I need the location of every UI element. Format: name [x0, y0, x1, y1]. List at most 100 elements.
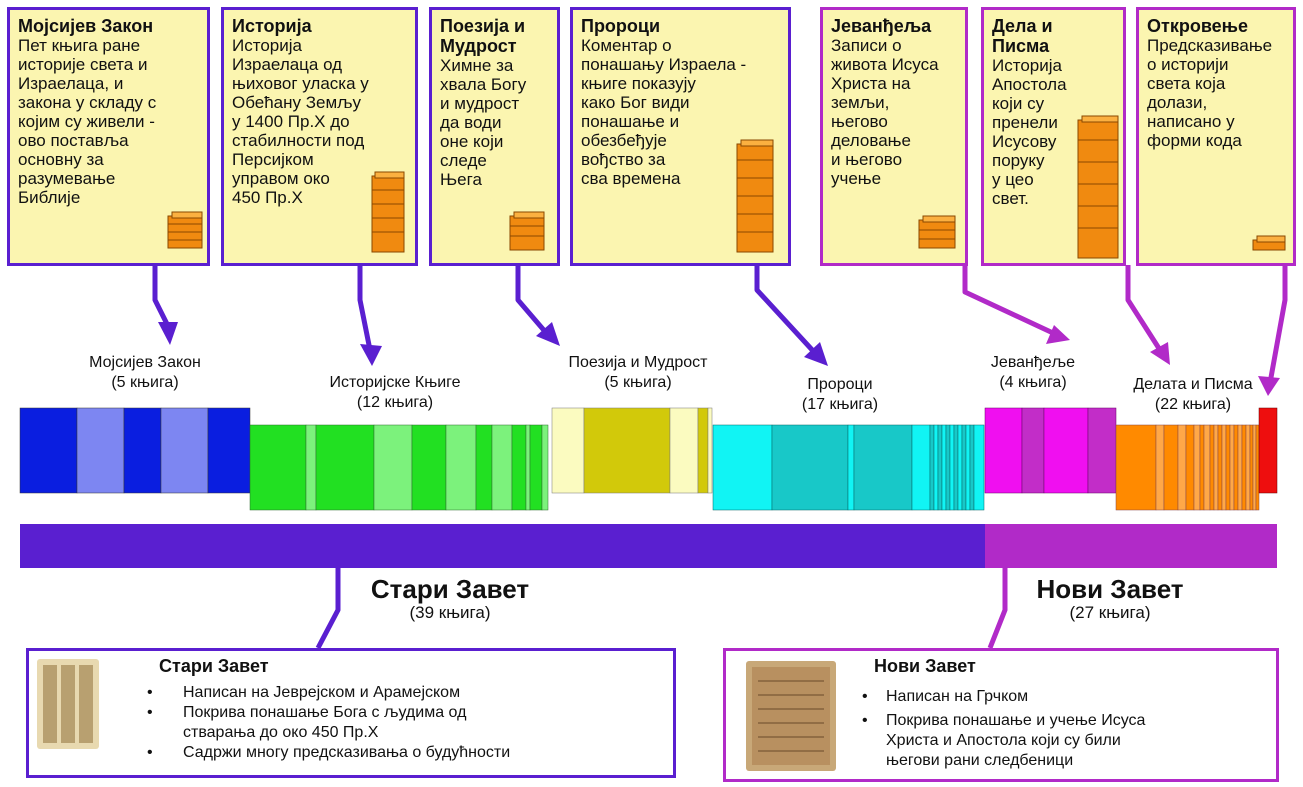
segment-acts-10	[1213, 424, 1219, 511]
box-body: Пет књига ране историје света и Израелац…	[18, 36, 157, 207]
new-testament-title: Нови Завет	[1036, 574, 1184, 604]
segment-prophets-2	[771, 424, 849, 511]
books-icon	[1252, 235, 1286, 251]
box-acts-letters: Дела и Писма Историја Апостола који су п…	[981, 7, 1126, 266]
box-gospels: Јеванђеља Записи о живота Исуса Христа н…	[820, 7, 968, 266]
segment-acts-1	[1115, 424, 1157, 511]
arrow-poetry	[515, 265, 550, 337]
segment-acts-19	[1249, 424, 1254, 511]
segment-poetry-3	[669, 407, 699, 494]
segment-acts-6	[1193, 424, 1201, 511]
new-testament-count: (27 књига)	[1069, 603, 1151, 622]
old-testament-count: (39 књига)	[409, 603, 491, 622]
segment-acts-11	[1217, 424, 1223, 511]
box-history: Историја Историја Израелаца од њиховог у…	[221, 7, 418, 266]
summary-bullet: Написан на Јеврејском и Арамејском	[147, 683, 667, 703]
box-title: Откровење	[1147, 16, 1248, 36]
segment-gospels-1	[984, 407, 1023, 494]
section-label-poetry: Поезија и Мудрост (5 књига)	[568, 354, 708, 391]
section-label-history: Историјске Књиге (12 књига)	[329, 374, 461, 411]
segment-poetry-2	[583, 407, 671, 494]
segment-prophets-12	[953, 424, 959, 511]
arrow-new-summary	[987, 568, 1008, 649]
new-testament-summary: Нови Завет Написан на Грчком Покрива пон…	[723, 648, 1279, 782]
segment-acts-7	[1199, 424, 1205, 511]
box-revelation: Откровење Предсказивање о историји света…	[1136, 7, 1296, 266]
segment-prophets-13	[957, 424, 963, 511]
segment-prophets-4	[853, 424, 913, 511]
summary-bullet: Садржи многу предсказивања о будућности	[147, 743, 667, 763]
box-body: Предсказивање о историји света која дола…	[1147, 36, 1273, 150]
box-prophets: Пророци Коментар о понашању Израела - књ…	[570, 7, 791, 266]
section-label-gospels: Јеванђеље (4 књига)	[990, 354, 1076, 391]
segment-history-3	[315, 424, 375, 511]
books-icon	[509, 211, 545, 251]
segment-law-3	[123, 407, 162, 494]
section-label-prophets: Пророци (17 књига)	[801, 376, 879, 413]
segment-prophets-17	[973, 424, 985, 511]
summary-list: Написан на Јеврејском и Арамејском Покри…	[147, 683, 667, 763]
segment-gospels-4	[1087, 407, 1117, 494]
segment-prophets-10	[945, 424, 951, 511]
box-poetry: Поезија и Мудрост Химне за хвала Богу и …	[429, 7, 560, 266]
summary-title: Стари Завет	[159, 656, 269, 676]
section-label-law: Мојсијев Закон (5 књига)	[89, 354, 201, 391]
arrow-acts	[1125, 265, 1163, 352]
segment-history-8	[491, 424, 513, 511]
segment-prophets-5	[911, 424, 931, 511]
segment-history-10	[525, 424, 531, 511]
books-icon	[736, 139, 774, 253]
segment-acts-18	[1245, 424, 1251, 511]
box-body: Коментар о понашању Израела - књиге пока…	[581, 36, 747, 188]
segment-history-4	[373, 424, 413, 511]
box-body: Химне за хвала Богу и мудрост да води он…	[440, 56, 527, 189]
segment-poetry-5	[707, 407, 713, 494]
segment-history-9	[511, 424, 527, 511]
greek-papyrus-image	[746, 661, 836, 771]
box-body: Записи о живота Исуса Христа на земљи, њ…	[831, 36, 939, 188]
summary-bullet: Покрива понашање и учење Исуса Христа и …	[862, 711, 1272, 771]
segment-acts-20	[1252, 424, 1257, 511]
segment-prophets-14	[961, 424, 967, 511]
segment-history-5	[411, 424, 447, 511]
old-testament-summary: Стари Завет Написан на Јеврејском и Арам…	[26, 648, 676, 778]
arrow-revelation	[1267, 265, 1288, 384]
segment-history-2	[305, 424, 317, 511]
segment-acts-21	[1255, 424, 1260, 511]
segment-acts-3	[1163, 424, 1179, 511]
segment-acts-4	[1177, 424, 1187, 511]
segment-gospels-3	[1043, 407, 1089, 494]
segment-law-5	[207, 407, 251, 494]
segment-history-12	[541, 424, 549, 511]
segment-acts-8	[1203, 424, 1211, 511]
box-body: Историја Апостола који су пренели Исусов…	[992, 56, 1067, 208]
box-title: Јеванђеља	[831, 16, 932, 36]
segment-history-1	[249, 424, 307, 511]
segment-prophets-11	[949, 424, 955, 511]
segment-acts-9	[1209, 424, 1215, 511]
books-icon	[1077, 115, 1119, 259]
segment-history-11	[529, 424, 543, 511]
box-title: Мојсијев Закон	[18, 16, 154, 36]
segment-acts-15	[1233, 424, 1239, 511]
new-testament-bar	[985, 524, 1277, 568]
segment-acts-12	[1221, 424, 1227, 511]
segment-prophets-16	[969, 424, 975, 511]
box-title: Историја	[232, 16, 312, 36]
segment-acts-14	[1229, 424, 1235, 511]
segment-gospels-2	[1021, 407, 1045, 494]
books-icon	[167, 211, 203, 249]
segment-acts-2	[1155, 424, 1165, 511]
segment-law-2	[76, 407, 125, 494]
arrow-law	[152, 265, 173, 332]
box-title: Пророци	[581, 16, 661, 36]
segment-revelation	[1258, 407, 1278, 494]
old-testament-bar	[20, 524, 985, 568]
segment-history-7	[475, 424, 493, 511]
segment-prophets-8	[937, 424, 943, 511]
books-icon	[918, 215, 956, 249]
books-icon	[371, 171, 405, 253]
arrow-old-summary	[315, 568, 341, 650]
segment-law-1	[19, 407, 78, 494]
